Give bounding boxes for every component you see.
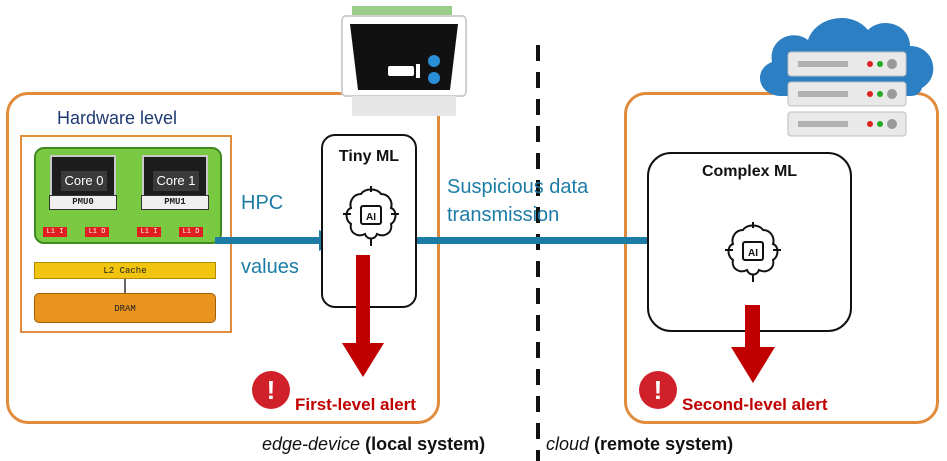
- cloud-caption-bold: (remote system): [594, 434, 734, 454]
- hardware-level-title: Hardware level: [57, 108, 178, 128]
- pmu-1-label: PMU1: [141, 195, 209, 210]
- first-level-alert-label: First-level alert: [295, 395, 416, 414]
- first-alert-icon-glyph: !: [267, 375, 276, 405]
- second-alert-icon: !: [639, 371, 677, 409]
- first-alert-icon: !: [252, 371, 290, 409]
- l1-i-cache-core-1: L1 I: [137, 227, 161, 237]
- edge-device-caption-italic: edge-device: [262, 434, 361, 454]
- second-alert-icon-glyph: !: [654, 375, 663, 405]
- edge-cloud-divider: [536, 45, 540, 461]
- cache-dram-connector: [124, 279, 126, 293]
- cloud-caption-italic: cloud: [546, 434, 590, 454]
- edge-device-icon: [341, 6, 467, 116]
- l1-d-cache-core-1: L1 D: [179, 227, 203, 237]
- edge-device-caption: edge-device (local system): [262, 434, 485, 455]
- ai-brain-icon: AI: [343, 186, 399, 246]
- tiny-ml-ai-label: AI: [366, 212, 376, 223]
- pmu-0-label: PMU0: [49, 195, 117, 210]
- second-alert-arrow: [731, 305, 775, 383]
- complex-ml-title: Complex ML: [701, 163, 798, 180]
- cloud-server-icon: [759, 17, 934, 137]
- complex-ml-ai-label: AI: [748, 248, 758, 259]
- transmission-flow-arrow: [396, 230, 672, 251]
- second-level-alert-label: Second-level alert: [682, 395, 828, 414]
- values-label: values: [241, 256, 299, 278]
- transmission-label-line1: Suspicious data: [447, 176, 589, 198]
- cloud-caption: cloud (remote system): [546, 434, 733, 455]
- transmission-label-line2: transmission: [447, 204, 560, 226]
- core-0-label: Core 0: [61, 171, 107, 191]
- l1-d-cache-core-0: L1 D: [85, 227, 109, 237]
- edge-device-frame: [6, 92, 440, 424]
- core-1-label: Core 1: [153, 171, 199, 191]
- l1-i-cache-core-0: L1 I: [43, 227, 67, 237]
- edge-device-caption-bold: (local system): [365, 434, 486, 454]
- ai-brain-icon: AI: [725, 222, 781, 282]
- first-alert-arrow: [342, 255, 384, 377]
- dram-block: DRAM: [34, 293, 216, 323]
- tiny-ml-title: Tiny ML: [338, 148, 400, 165]
- l2-cache-bar: L2 Cache: [34, 262, 216, 279]
- processor-board: Core 0 Core 1 PMU0 PMU1 L1 I L1 D L1 I L…: [34, 147, 222, 244]
- hpc-label: HPC: [241, 192, 284, 214]
